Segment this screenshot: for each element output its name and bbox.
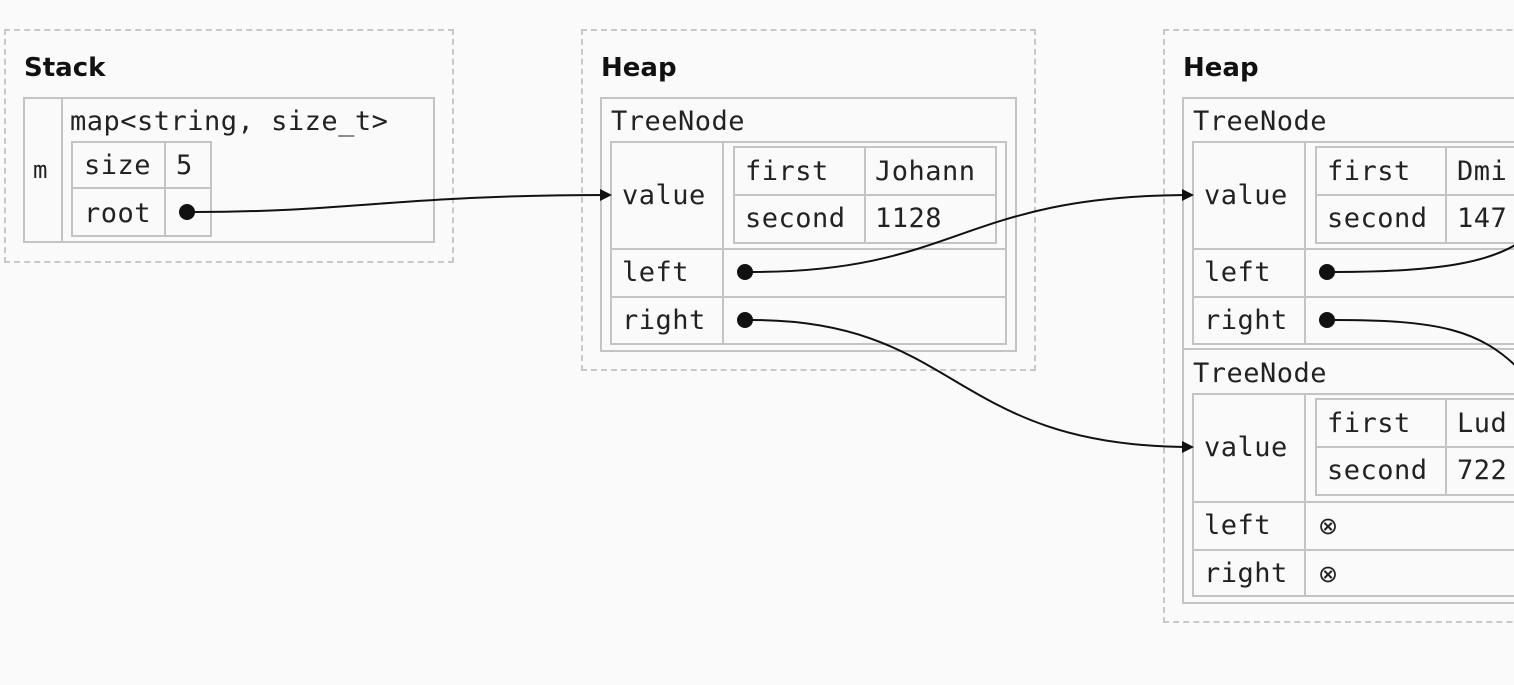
pair-first-label: first (1327, 408, 1411, 439)
right-pointer-dot (737, 312, 753, 328)
arrow-dmi-right-offscreen (1333, 319, 1514, 366)
left-label: left (1204, 510, 1272, 541)
pair-second-label: second (1327, 203, 1428, 234)
stack-frame: Stack (4, 29, 454, 263)
heap-frame-2: Heap (1163, 29, 1514, 623)
right-pointer-dot (1319, 312, 1335, 328)
right-label: right (622, 305, 706, 336)
field-root-label: root (84, 198, 152, 229)
pair-second-value: 147 (1457, 203, 1508, 234)
value-label: value (622, 180, 706, 211)
pair-second-label: second (1327, 455, 1428, 486)
pair-first-value: Lud (1457, 408, 1508, 439)
treenode-lud (1182, 348, 1514, 604)
map-variable-box (23, 97, 435, 243)
heap-title-2: Heap (1183, 53, 1259, 83)
pair-first-label: first (745, 156, 829, 187)
treenode-fields-table (1192, 141, 1514, 345)
treenode-fields-table (1192, 393, 1514, 597)
left-label: left (622, 257, 690, 288)
pair-second-label: second (745, 203, 846, 234)
field-size-value: 5 (176, 150, 193, 181)
value-label: value (1204, 432, 1288, 463)
variable-name-m: m (33, 156, 48, 184)
map-fields-table (71, 141, 212, 237)
arrow-johann-left-to-dmi (751, 189, 1194, 273)
left-pointer-dot (1319, 264, 1335, 280)
left-pointer-dot (737, 264, 753, 280)
null-pointer-icon: ⊗ (1318, 560, 1339, 588)
arrow-johann-right-to-lud (751, 319, 1194, 453)
null-pointer-icon: ⊗ (1318, 512, 1339, 540)
treenode-type-label: TreeNode (1193, 358, 1328, 389)
arrow-dmi-left-offscreen (1333, 244, 1514, 273)
root-pointer-dot (179, 204, 195, 220)
treenode-johann (600, 97, 1017, 352)
heap-title-1: Heap (601, 53, 677, 83)
pair-second-value: 1128 (875, 203, 943, 234)
value-label: value (1204, 180, 1288, 211)
treenode-type-label: TreeNode (611, 106, 746, 137)
pair-second-value: 722 (1457, 455, 1508, 486)
treenode-fields-table (610, 141, 1007, 345)
left-label: left (1204, 257, 1272, 288)
right-label: right (1204, 558, 1288, 589)
arrow-root-to-johann (193, 189, 612, 213)
map-type-label: map<string, size_t> (70, 106, 389, 137)
heap-frame-1: Heap (581, 29, 1036, 371)
pair-first-value: Johann (875, 156, 976, 187)
field-size-label: size (84, 150, 152, 181)
pair-first-label: first (1327, 156, 1411, 187)
stack-title: Stack (24, 53, 106, 83)
pair-first-value: Dmi (1457, 156, 1508, 187)
treenode-type-label: TreeNode (1193, 106, 1328, 137)
right-label: right (1204, 305, 1288, 336)
